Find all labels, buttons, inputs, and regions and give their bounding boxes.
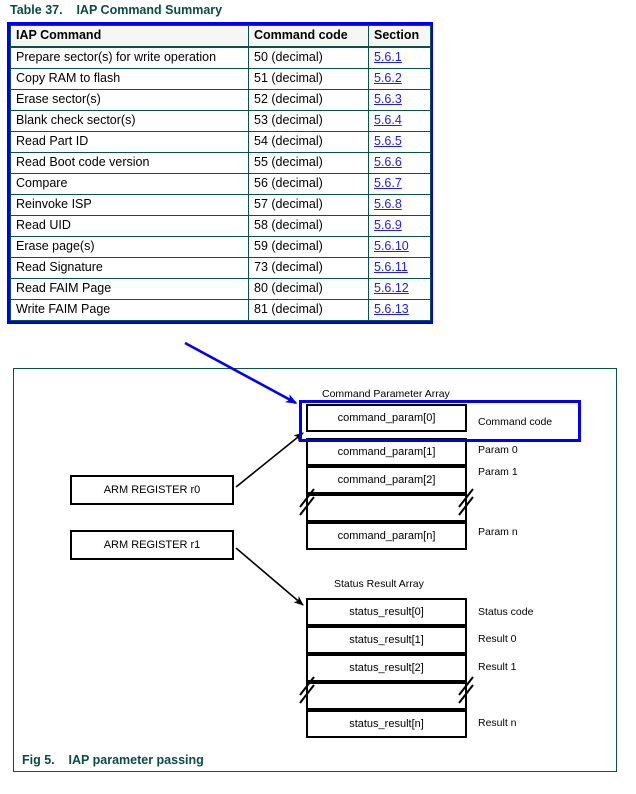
- col-header-section: Section: [368, 25, 431, 48]
- cell-section[interactable]: 5.6.7: [368, 173, 431, 195]
- cell-iap-command: Read UID: [10, 215, 249, 237]
- cell-iap-command: Reinvoke ISP: [10, 194, 249, 216]
- cell-command-code: 59 (decimal): [248, 236, 369, 258]
- cell-iap-command: Compare: [10, 173, 249, 195]
- cell-section[interactable]: 5.6.13: [368, 299, 431, 321]
- col-header-iap-command: IAP Command: [10, 25, 249, 48]
- table-row: Blank check sector(s)53 (decimal) 5.6.4: [10, 110, 431, 132]
- cell-command-code: 80 (decimal): [248, 278, 369, 300]
- label-param-n: Param n: [478, 526, 518, 538]
- label-result-0: Result 0: [478, 633, 517, 645]
- section-link[interactable]: 5.6.7: [374, 176, 402, 190]
- cell-command-code: 81 (decimal): [248, 299, 369, 321]
- label-status-code: Status code: [478, 606, 534, 618]
- cell-iap-command: Read Boot code version: [10, 152, 249, 174]
- label-result-1: Result 1: [478, 661, 517, 673]
- status-result-array-title: Status Result Array: [334, 578, 424, 590]
- section-link[interactable]: 5.6.10: [374, 239, 409, 253]
- cell-iap-command: Erase page(s): [10, 236, 249, 258]
- cell-section[interactable]: 5.6.6: [368, 152, 431, 174]
- cell-iap-command: Read Signature: [10, 257, 249, 279]
- cell-section[interactable]: 5.6.1: [368, 46, 431, 69]
- cell-section[interactable]: 5.6.5: [368, 131, 431, 153]
- label-command-code: Command code: [478, 416, 553, 428]
- section-link[interactable]: 5.6.12: [374, 281, 409, 295]
- cell-command-code: 73 (decimal): [248, 257, 369, 279]
- arm-register-r0-box: ARM REGISTER r0: [70, 475, 234, 505]
- cell-command-code: 55 (decimal): [248, 152, 369, 174]
- cell-command-code: 54 (decimal): [248, 131, 369, 153]
- table-header-row: IAP Command Command code Section: [10, 25, 431, 48]
- cell-section[interactable]: 5.6.8: [368, 194, 431, 216]
- cell-iap-command: Read Part ID: [10, 131, 249, 153]
- cell-command-param-break: [306, 494, 467, 522]
- cell-command-code: 53 (decimal): [248, 110, 369, 132]
- cell-section[interactable]: 5.6.10: [368, 236, 431, 258]
- section-link[interactable]: 5.6.2: [374, 71, 402, 85]
- label-result-n: Result n: [478, 717, 517, 729]
- cell-section[interactable]: 5.6.4: [368, 110, 431, 132]
- cell-iap-command: Write FAIM Page: [10, 299, 249, 321]
- label-param-0: Param 0: [478, 444, 518, 456]
- section-link[interactable]: 5.6.5: [374, 134, 402, 148]
- cell-command-param-2: command_param[2]: [306, 466, 467, 494]
- cell-command-code: 50 (decimal): [248, 46, 369, 69]
- cell-iap-command: Copy RAM to flash: [10, 68, 249, 90]
- cell-status-result-1: status_result[1]: [306, 626, 467, 654]
- cell-command-code: 58 (decimal): [248, 215, 369, 237]
- cell-status-result-2: status_result[2]: [306, 654, 467, 682]
- arm-register-r1-box: ARM REGISTER r1: [70, 530, 234, 560]
- cell-command-code: 52 (decimal): [248, 89, 369, 111]
- cell-iap-command: Erase sector(s): [10, 89, 249, 111]
- section-link[interactable]: 5.6.8: [374, 197, 402, 211]
- table-row: Erase page(s)59 (decimal) 5.6.10: [10, 236, 431, 258]
- cell-command-param-0: command_param[0]: [306, 404, 467, 432]
- cell-command-param-n: command_param[n]: [306, 522, 467, 550]
- cell-command-param-1: command_param[1]: [306, 438, 467, 466]
- cell-command-code: 57 (decimal): [248, 194, 369, 216]
- cell-iap-command: Blank check sector(s): [10, 110, 249, 132]
- section-link[interactable]: 5.6.11: [374, 260, 408, 274]
- cell-iap-command: Read FAIM Page: [10, 278, 249, 300]
- section-link[interactable]: 5.6.1: [374, 50, 402, 64]
- cell-status-result-n: status_result[n]: [306, 710, 467, 738]
- cell-command-code: 56 (decimal): [248, 173, 369, 195]
- cell-command-code: 51 (decimal): [248, 68, 369, 90]
- section-link[interactable]: 5.6.6: [374, 155, 402, 169]
- cell-section[interactable]: 5.6.3: [368, 89, 431, 111]
- cell-section[interactable]: 5.6.11: [368, 257, 431, 279]
- cell-status-result-0: status_result[0]: [306, 598, 467, 626]
- cell-section[interactable]: 5.6.2: [368, 68, 431, 90]
- section-link[interactable]: 5.6.9: [374, 218, 402, 232]
- cell-section[interactable]: 5.6.12: [368, 278, 431, 300]
- section-link[interactable]: 5.6.4: [374, 113, 402, 127]
- cell-iap-command: Prepare sector(s) for write operation: [10, 46, 249, 69]
- command-parameter-array-title: Command Parameter Array: [322, 388, 450, 400]
- section-link[interactable]: 5.6.13: [374, 302, 409, 316]
- figure-caption: Fig 5. IAP parameter passing: [22, 753, 204, 767]
- cell-status-result-break: [306, 682, 467, 710]
- cell-section[interactable]: 5.6.9: [368, 215, 431, 237]
- label-param-1: Param 1: [478, 466, 518, 478]
- section-link[interactable]: 5.6.3: [374, 92, 402, 106]
- col-header-command-code: Command code: [248, 25, 369, 48]
- iap-command-summary-table: IAP Command Command code Section Prepare…: [7, 22, 433, 324]
- table-title: Table 37. IAP Command Summary: [10, 3, 223, 17]
- table-row: Erase sector(s)52 (decimal) 5.6.3: [10, 89, 431, 111]
